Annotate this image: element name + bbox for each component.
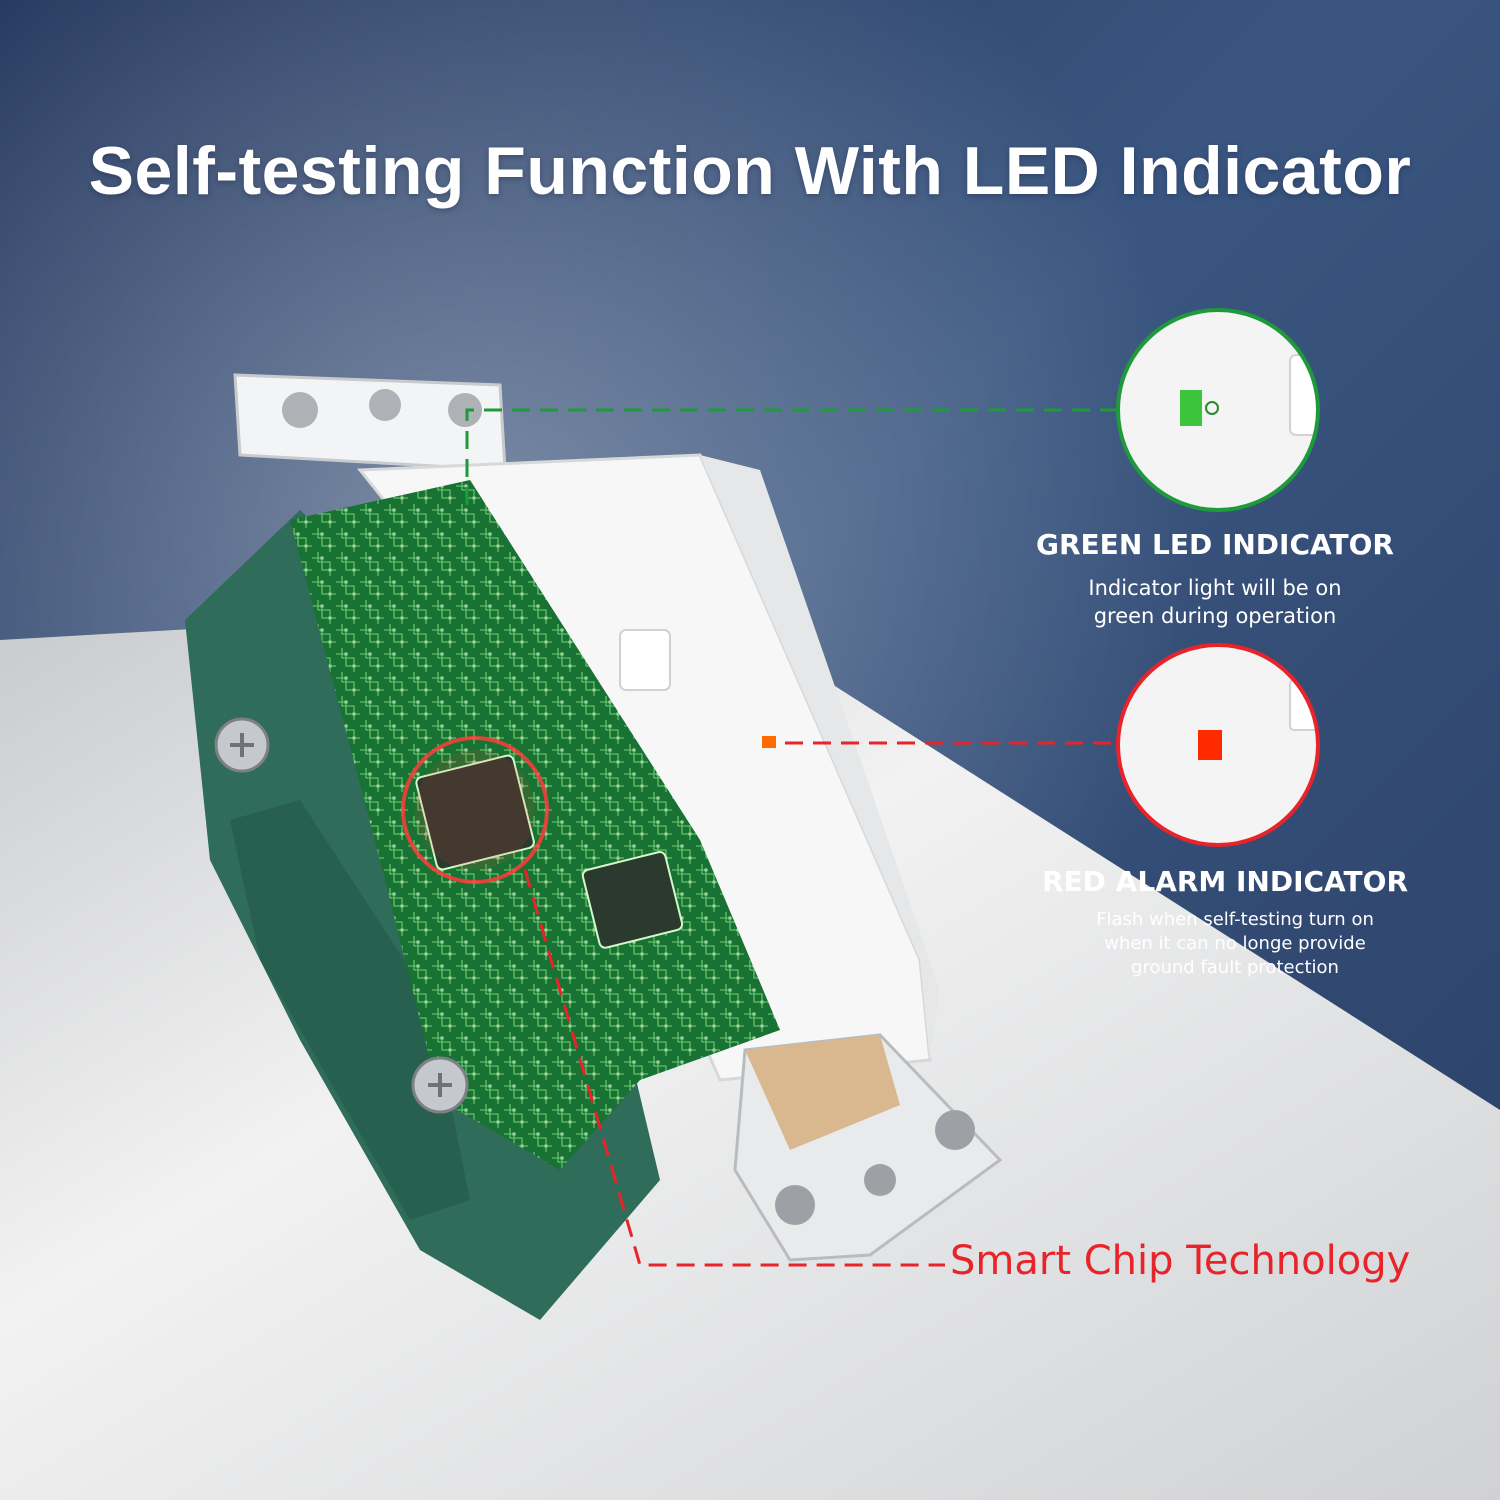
- green-indicator-title: GREEN LED INDICATOR: [1036, 528, 1394, 561]
- green-led-callout-line: [465, 408, 1165, 505]
- green-led-zoom-circle: [1116, 308, 1320, 512]
- smart-chip-label: Smart Chip Technology: [950, 1238, 1411, 1284]
- green-indicator-description-line: green during operation: [1093, 604, 1337, 628]
- gfci-outlet-illustration: [185, 373, 1003, 1320]
- red-indicator-description: Flash when self-testing turn on when it …: [1025, 908, 1445, 980]
- red-indicator-description-line: when it can no longe provide: [1104, 933, 1366, 954]
- red-indicator-description-line: ground fault protection: [1131, 957, 1339, 978]
- page-title: Self-testing Function With LED Indicator: [88, 133, 1412, 209]
- green-indicator-description-line: Indicator light will be on: [1088, 576, 1342, 600]
- green-indicator-description: Indicator light will be on green during …: [1010, 574, 1420, 630]
- smart-chip-highlight: [401, 736, 549, 884]
- red-led-zoom-circle: [1116, 643, 1320, 847]
- red-indicator-description-line: Flash when self-testing turn on: [1096, 909, 1374, 930]
- red-indicator-title: RED ALARM INDICATOR: [1041, 865, 1409, 898]
